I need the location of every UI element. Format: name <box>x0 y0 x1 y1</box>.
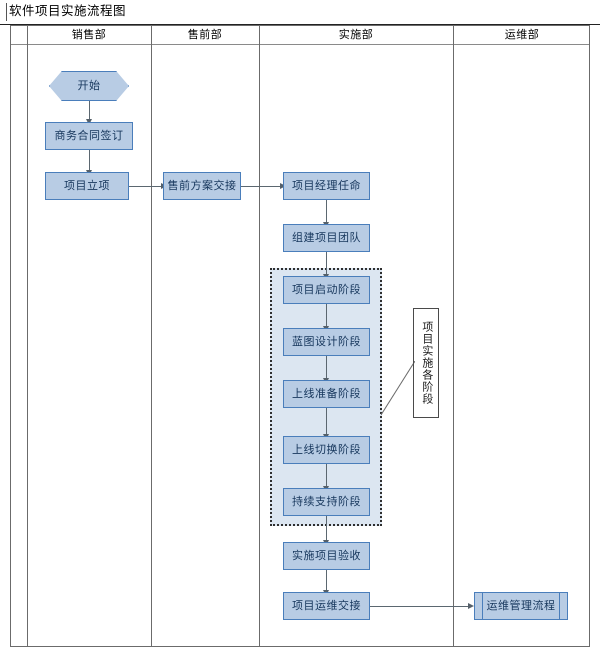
connector-prep-to-cutover <box>326 408 327 436</box>
swimlane-table: 销售部 售前部 实施部 运维部 <box>10 25 590 647</box>
node-ops-management-process[interactable]: 运维管理流程 <box>474 592 568 620</box>
connector-presales-to-pm <box>241 186 283 187</box>
node-phase-golive-prep[interactable]: 上线准备阶段 <box>283 380 370 408</box>
node-start[interactable]: 开始 <box>49 71 129 101</box>
callout-label: 项目实施各阶段 <box>420 321 433 405</box>
connector-setup-to-presales <box>129 186 163 187</box>
node-phase-support[interactable]: 持续支持阶段 <box>283 488 370 516</box>
lane-divider-2 <box>259 26 260 646</box>
arrowhead-ops-process <box>468 602 474 609</box>
lane-divider-1 <box>151 26 152 646</box>
node-ops-handover[interactable]: 项目运维交接 <box>283 592 370 620</box>
page-title: 软件项目实施流程图 <box>9 4 127 19</box>
connector-support-to-acceptance <box>326 516 327 542</box>
node-acceptance[interactable]: 实施项目验收 <box>283 542 370 570</box>
lane-header-presales: 售前部 <box>187 29 223 41</box>
connector-kickoff-to-blueprint <box>326 304 327 328</box>
node-presales-handover[interactable]: 售前方案交接 <box>163 172 241 200</box>
lane-header-operations: 运维部 <box>504 29 540 41</box>
connector-team-to-kickoff <box>326 252 327 276</box>
connector-acceptance-to-handover <box>326 570 327 592</box>
document-title-bar: 软件项目实施流程图 <box>0 0 600 25</box>
connector-contract-to-setup <box>89 150 90 172</box>
lane-header-implementation: 实施部 <box>338 29 374 41</box>
connector-pm-to-team <box>326 200 327 224</box>
node-build-team[interactable]: 组建项目团队 <box>283 224 370 252</box>
node-business-contract[interactable]: 商务合同签订 <box>45 122 133 150</box>
predefined-bar-left <box>482 593 483 619</box>
node-phase-cutover[interactable]: 上线切换阶段 <box>283 436 370 464</box>
connector-handover-to-ops-process <box>370 606 470 607</box>
node-ops-management-process-label: 运维管理流程 <box>486 599 556 612</box>
lane-header-row <box>11 26 589 45</box>
node-phase-kickoff[interactable]: 项目启动阶段 <box>283 276 370 304</box>
callout-bracket: 项目实施各阶段 <box>413 308 439 418</box>
hexagon-shape <box>49 71 129 101</box>
node-phase-blueprint[interactable]: 蓝图设计阶段 <box>283 328 370 356</box>
predefined-bar-right <box>559 593 560 619</box>
connector-blueprint-to-prep <box>326 356 327 380</box>
node-project-setup[interactable]: 项目立项 <box>45 172 129 200</box>
lane-divider-0 <box>27 26 28 646</box>
title-left-divider <box>0 3 7 21</box>
connector-cutover-to-support <box>326 464 327 488</box>
lane-header-sales: 销售部 <box>71 29 107 41</box>
node-pm-appointment[interactable]: 项目经理任命 <box>283 172 370 200</box>
node-start-label: 开始 <box>77 79 101 92</box>
lane-divider-3 <box>453 26 454 646</box>
connector-start-to-contract <box>89 101 90 121</box>
